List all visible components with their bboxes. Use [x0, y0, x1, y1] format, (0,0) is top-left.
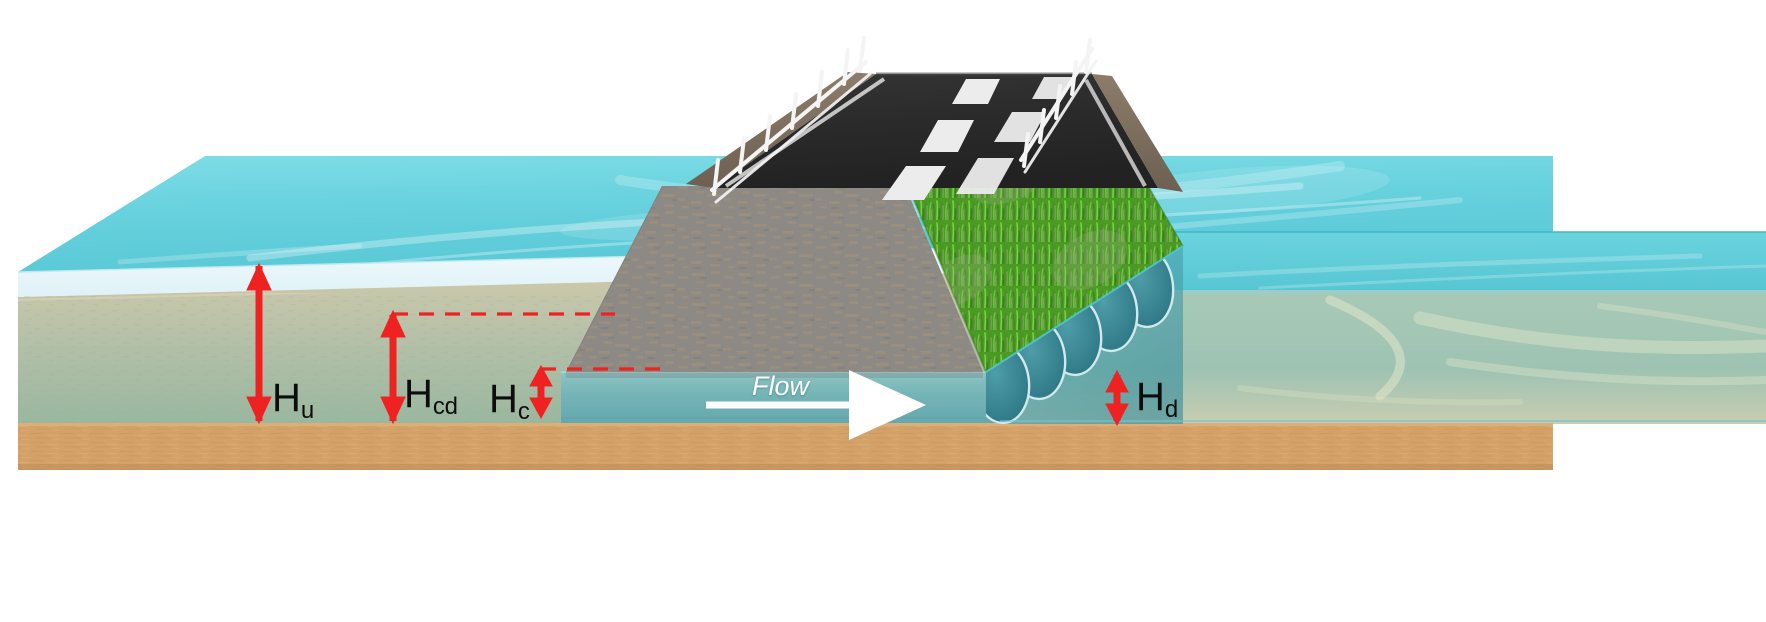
soil-foundation-layer — [18, 423, 1553, 470]
label-hu: Hu — [272, 376, 314, 423]
label-hcd-subscript: cd — [432, 393, 458, 421]
label-hc-base: H — [489, 377, 518, 421]
embankment-riprap-face — [566, 186, 983, 378]
label-hu-base: H — [272, 376, 301, 420]
label-hc-subscript: c — [517, 398, 530, 426]
downstream-bed-swirls — [1130, 290, 1766, 406]
label-hc: Hc — [489, 377, 530, 424]
label-hd: Hd — [1136, 375, 1178, 422]
label-hcd-base: H — [404, 372, 433, 416]
dimension-arrow-hc — [529, 364, 553, 420]
dimension-arrow-hu — [246, 262, 272, 425]
dimension-arrow-hd — [1105, 369, 1129, 427]
road-shoulder-left — [686, 72, 876, 188]
label-hd-subscript: d — [1164, 396, 1178, 424]
guardrail-right — [1019, 38, 1098, 174]
label-flow: Flow — [752, 371, 810, 401]
road-edge-line-left — [724, 77, 886, 188]
reference-datum-lines — [393, 312, 669, 371]
guardrail-left — [710, 36, 872, 204]
label-hd-base: H — [1136, 375, 1165, 419]
downstream-bed — [1000, 290, 1766, 424]
downstream-water-surface — [1130, 232, 1766, 290]
downstream-water-body — [1000, 231, 1766, 424]
road-centerline-markings — [882, 79, 1000, 200]
dimension-arrows — [246, 262, 1129, 427]
label-hcd: Hcd — [404, 372, 458, 419]
road-shoulder-right — [1092, 74, 1183, 192]
road-edge-line-right — [1084, 79, 1147, 187]
dimension-arrow-hcd — [380, 309, 406, 425]
label-hu-subscript: u — [300, 397, 314, 425]
roadway-deck — [686, 72, 1183, 200]
